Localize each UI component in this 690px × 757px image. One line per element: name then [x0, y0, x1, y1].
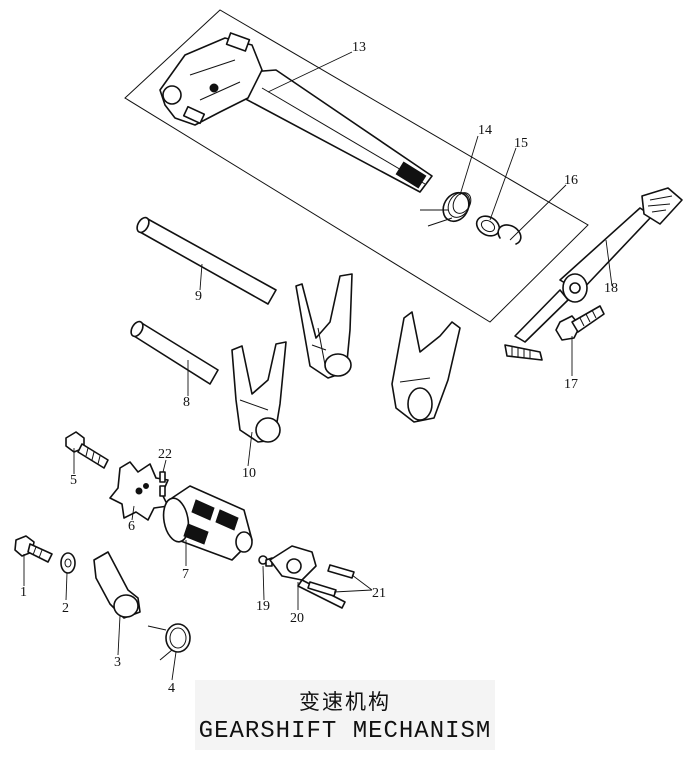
shift-drum-part-7 — [162, 485, 253, 561]
stopper-arm-part-3 — [93, 551, 141, 619]
circlip-part-16 — [497, 224, 522, 245]
callout-21: 21 — [372, 586, 386, 601]
washer-part-2 — [60, 552, 76, 574]
callout-14: 14 — [478, 123, 492, 138]
callout-18: 18 — [604, 281, 618, 296]
shift-rod-part-9 — [136, 216, 277, 305]
bolt-part-17 — [555, 305, 605, 341]
callout-19: 19 — [256, 599, 270, 614]
leader-lines — [23, 51, 613, 681]
callout-16: 16 — [564, 173, 578, 188]
shaft-group-frame — [124, 9, 589, 323]
shift-fork-upper — [295, 273, 353, 379]
callout-7: 7 — [182, 567, 189, 582]
shift-fork-part-10 — [231, 341, 287, 443]
callout-17: 17 — [564, 377, 578, 392]
callout-22: 22 — [158, 447, 172, 462]
callout-20: 20 — [290, 611, 304, 626]
callout-8: 8 — [183, 395, 190, 410]
callout-13: 13 — [352, 40, 366, 55]
callout-9: 9 — [195, 289, 202, 304]
plate-part-20 — [269, 545, 346, 609]
callout-3: 3 — [114, 655, 121, 670]
shift-rod-part-8 — [130, 320, 219, 385]
callout-4: 4 — [168, 681, 175, 696]
gearshift-shaft-part-13 — [159, 32, 433, 193]
title-chinese: 变速机构 — [299, 690, 391, 714]
callout-10: 10 — [242, 466, 256, 481]
pins-part-22 — [159, 471, 166, 497]
callout-2: 2 — [62, 601, 69, 616]
spring-part-4 — [147, 623, 191, 661]
callout-6: 6 — [128, 519, 135, 534]
torsion-spring-part-14 — [420, 191, 472, 227]
shift-fork-right — [391, 311, 461, 423]
callout-labels: 13 14 15 16 18 17 9 8 10 5 6 22 7 1 2 3 … — [20, 40, 618, 696]
title-english: GEARSHIFT MECHANISM — [198, 718, 492, 745]
bolt-part-5 — [65, 431, 109, 469]
callout-15: 15 — [514, 136, 528, 151]
bolt-part-1 — [14, 535, 53, 563]
gearshift-pedal-part-18 — [504, 187, 683, 361]
title-band — [195, 680, 495, 750]
callout-5: 5 — [70, 473, 77, 488]
screws-part-21 — [307, 564, 355, 597]
callout-1: 1 — [20, 585, 27, 600]
